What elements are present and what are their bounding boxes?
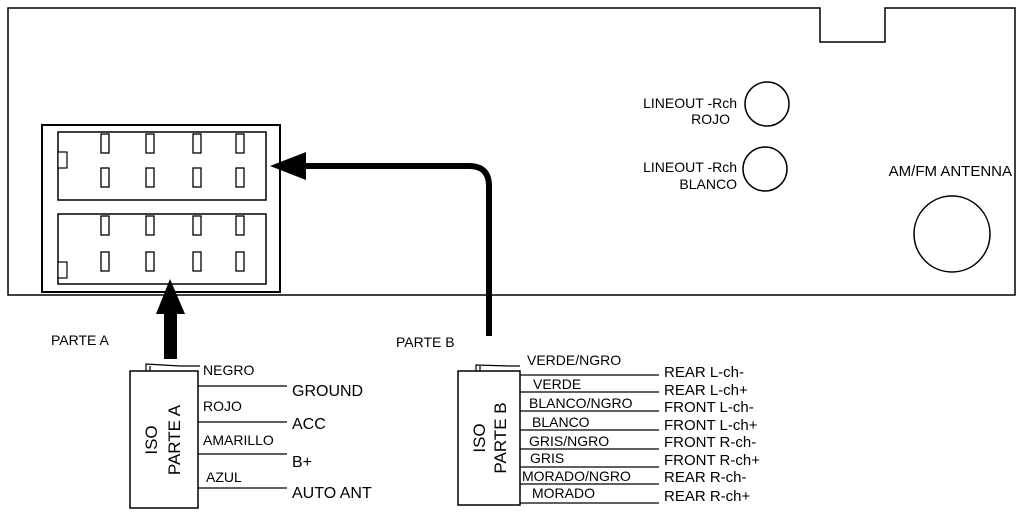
- lineout-rch-rojo-jack: [744, 81, 790, 127]
- wire-function-label: FRONT L-ch-: [664, 399, 754, 416]
- socket-pin: [145, 215, 155, 236]
- parte-b-wire: BLANCO FRONT L-ch+: [520, 414, 758, 434]
- parte-a-harness: PARTE A ISO PARTE A NEGROGROUNDROJOACCAM…: [51, 332, 372, 509]
- parte-a-title: PARTE A: [51, 332, 110, 348]
- wire-color-label: VERDE/NGRO: [527, 352, 621, 368]
- wire-function-label: REAR L-ch-: [664, 364, 744, 381]
- parte-a-wire: AMARILLO B+: [198, 432, 312, 471]
- socket-pin: [235, 215, 245, 236]
- wire-color-label: GRIS/NGRO: [529, 433, 609, 449]
- socket-pin: [192, 215, 202, 236]
- socket-pin: [145, 133, 155, 154]
- parte-b-wire: GRIS FRONT R-ch+: [520, 450, 760, 469]
- wire-color-label: GRIS: [530, 450, 564, 466]
- parte-b-wire: VERDE/NGRO REAR L-ch-: [520, 352, 744, 381]
- parte-b-harness: PARTE B ISO PARTE B VERDE/NGRO REAR L-ch-…: [396, 334, 760, 506]
- socket-pin: [192, 167, 202, 188]
- wire-function-label: FRONT R-ch+: [664, 452, 760, 469]
- socket-pin: [100, 215, 110, 236]
- parte-b-wire: MORADO REAR R-ch+: [520, 485, 751, 505]
- antenna-label: AM/FM ANTENNA: [889, 163, 1012, 180]
- wire-color-label: AMARILLO: [203, 432, 274, 448]
- wire-function-label: REAR R-ch+: [664, 488, 751, 505]
- iso-parte-b-plug: [457, 370, 521, 506]
- socket-pins: [100, 133, 245, 272]
- parte-b-wire: MORADO/NGRO REAR R-ch-: [520, 468, 747, 486]
- socket-pin: [100, 167, 110, 188]
- wire-color-label: BLANCO/NGRO: [529, 395, 633, 411]
- wire-function-label: GROUND: [292, 383, 363, 400]
- parte-b-wire: VERDE REAR L-ch+: [520, 376, 748, 399]
- iso-socket: [41, 124, 281, 293]
- socket-pin: [235, 251, 245, 272]
- wire-color-label: MORADO: [532, 485, 595, 501]
- socket-pin: [100, 133, 110, 154]
- parte-b-title: PARTE B: [396, 334, 455, 350]
- parte-a-wire: NEGRO GROUND: [198, 362, 363, 400]
- lineout-rch-blanco-jack: [742, 146, 788, 192]
- socket-pin: [145, 251, 155, 272]
- wire-color-label: NEGRO: [203, 362, 254, 378]
- parte-b-wire: BLANCO/NGRO FRONT L-ch-: [520, 395, 754, 416]
- head-unit-rear-panel: [7, 7, 1016, 296]
- lineout-l-color: BLANCO: [679, 176, 737, 192]
- wire-function-label: B+: [292, 454, 312, 471]
- parte-b-wire: GRIS/NGRO FRONT R-ch-: [520, 433, 756, 451]
- iso-parte-a-label-1: ISO: [142, 425, 161, 454]
- iso-parte-b-label-1: ISO: [470, 423, 489, 452]
- parte-a-wire: ROJO ACC: [198, 398, 326, 433]
- parte-a-arrow: [156, 279, 185, 359]
- socket-pin: [192, 251, 202, 272]
- wire-function-label: FRONT R-ch-: [664, 434, 756, 451]
- socket-pin: [235, 133, 245, 154]
- socket-pin: [235, 167, 245, 188]
- wire-color-label: AZUL: [206, 469, 242, 485]
- iso-parte-a-plug: [129, 370, 199, 509]
- iso-parte-a-label-2: PARTE A: [165, 404, 184, 475]
- socket-pin: [145, 167, 155, 188]
- parte-b-arrow: [270, 152, 492, 336]
- wire-function-label: ACC: [292, 416, 326, 433]
- parte-a-wire: AZUL AUTO ANT: [198, 469, 372, 502]
- socket-pin: [100, 251, 110, 272]
- am-fm-antenna-jack: [913, 195, 991, 273]
- wire-color-label: ROJO: [203, 398, 242, 414]
- wire-function-label: REAR L-ch+: [664, 382, 748, 399]
- lineout-r-label: LINEOUT -Rch: [643, 95, 737, 111]
- lineout-r-color: ROJO: [691, 111, 730, 127]
- iso-parte-b-label-2: PARTE B: [491, 402, 510, 473]
- socket-pin: [192, 133, 202, 154]
- wire-color-label: MORADO/NGRO: [522, 468, 631, 484]
- wire-color-label: VERDE: [533, 376, 581, 392]
- lineout-l-label: LINEOUT -Rch: [643, 159, 737, 175]
- wire-function-label: FRONT L-ch+: [664, 417, 758, 434]
- wire-function-label: REAR R-ch-: [664, 469, 747, 486]
- wire-function-label: AUTO ANT: [292, 485, 372, 502]
- wire-color-label: BLANCO: [532, 414, 590, 430]
